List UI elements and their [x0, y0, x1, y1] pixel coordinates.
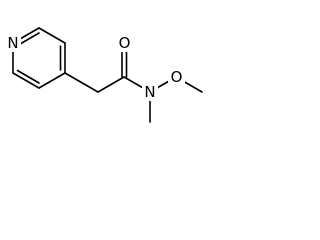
bond-c3-c4 — [38, 72, 66, 89]
bond-ch2-carbonyl — [97, 76, 125, 93]
bond-c2-c3-inner — [16, 69, 40, 84]
atom-label-carbonyl-o: O — [119, 34, 131, 52]
bond-c2-c3 — [12, 72, 40, 89]
atom-label-pyridine-n: N — [7, 34, 18, 52]
atom-label-amide-n: N — [144, 83, 155, 101]
pyridine-ring — [12, 27, 66, 89]
atom-label-ether-o: O — [171, 68, 183, 86]
atom-pyridine-n: N — [5, 33, 21, 52]
atom-amide-n: N — [142, 82, 158, 101]
atom-ether-o: O — [168, 67, 185, 86]
bond-ring-ch2 — [64, 72, 99, 93]
bond-c5-c6 — [38, 27, 66, 44]
atom-carbonyl-o: O — [116, 33, 133, 52]
chemical-structure: N O N O — [5, 27, 203, 123]
bond-c6-n1-inner — [16, 32, 40, 47]
